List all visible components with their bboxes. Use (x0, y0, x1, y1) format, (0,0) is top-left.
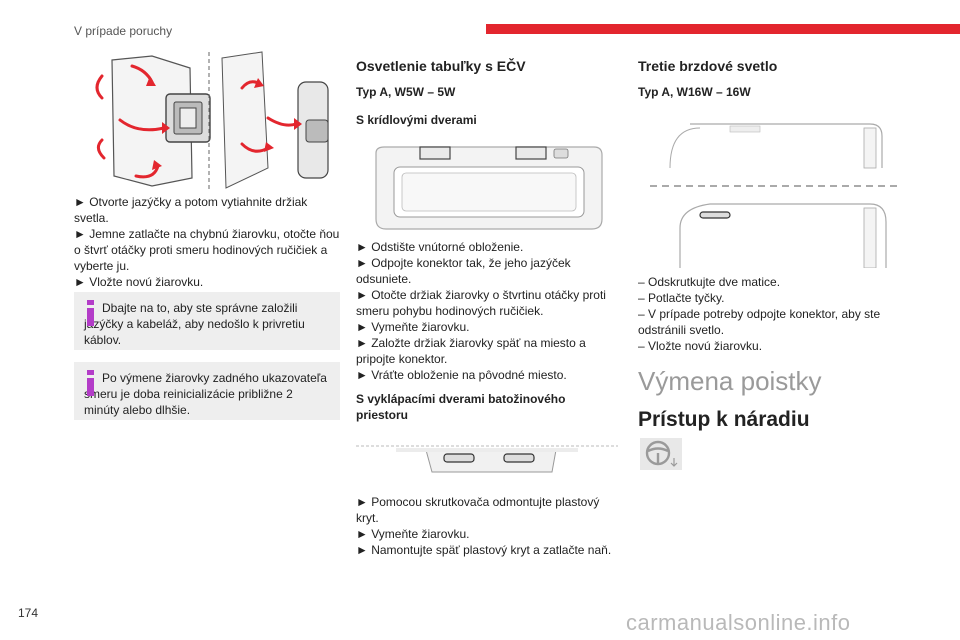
col1-instructions: ► Otvorte jazýčky a potom vytiahnite drž… (74, 194, 340, 290)
bulb-holder-illustration (92, 48, 340, 190)
step-a: – Odskrutkujte dve matice. (638, 275, 781, 289)
header-accent-bar (486, 24, 960, 34)
license-plate-light-title: Osvetlenie tabuľky s EČV (356, 58, 526, 74)
page-number: 174 (18, 606, 39, 620)
note-1-text: Dbajte na to, aby ste správne založili j… (84, 301, 305, 347)
step-9: ► Namontujte späť plastový kryt a zatlač… (356, 543, 612, 557)
step-d: – Vložte novú žiarovku. (638, 339, 763, 353)
watermark: carmanualsonline.info (626, 610, 851, 635)
step-7: ► Pomocou skrutkovača odmontujte plastov… (356, 495, 600, 525)
step-c: – V prípade potreby odpojte konektor, ab… (638, 307, 881, 337)
third-brake-light-illustration (650, 118, 900, 268)
instruction-1: ► Otvorte jazýčky a potom vytiahnite drž… (74, 195, 308, 225)
step-8: ► Vymeňte žiarovku. (356, 527, 470, 541)
wing-doors-subtitle: S krídlovými dverami (356, 113, 477, 127)
col2-steps-1: ► Odstište vnútorné obloženie. ► Odpojte… (356, 239, 622, 383)
step-2: ► Odpojte konektor tak, že jeho jazýček … (356, 256, 571, 286)
instruction-2: ► Jemne zatlačte na chybnú žiarovku, oto… (74, 227, 340, 273)
tool-access-title: Prístup k náradiu (638, 408, 810, 431)
steering-wheel-icon (640, 438, 682, 470)
info-note-1: Dbajte na to, aby ste správne založili j… (74, 292, 340, 350)
col3-steps: – Odskrutkujte dve matice. – Potlačte ty… (638, 274, 904, 354)
step-6: ► Vráťte obloženie na pôvodné miesto. (356, 368, 567, 382)
instruction-3: ► Vložte novú žiarovku. (74, 275, 204, 289)
step-3: ► Otočte držiak žiarovky o štvrtinu otáč… (356, 288, 606, 318)
col2-type-label: Typ A, W5W – 5W (356, 85, 456, 99)
tailgate-light-illustration (356, 440, 618, 480)
fuse-replacement-title: Výmena poistky (638, 366, 822, 396)
col3-type-label: Typ A, W16W – 16W (638, 85, 751, 99)
step-1: ► Odstište vnútorné obloženie. (356, 240, 524, 254)
note-2-text: Po výmene žiarovky zadného ukazovateľa s… (84, 371, 327, 417)
info-note-2: Po výmene žiarovky zadného ukazovateľa s… (74, 362, 340, 420)
tailgate-subtitle: S vyklápacími dverami batožinového pries… (356, 392, 566, 422)
license-plate-light-illustration (368, 143, 608, 233)
step-4: ► Vymeňte žiarovku. (356, 320, 470, 334)
section-title: V prípade poruchy (74, 24, 173, 38)
step-5: ► Založte držiak žiarovky späť na miesto… (356, 336, 586, 366)
info-icon (87, 370, 94, 396)
info-icon (87, 300, 94, 326)
third-brake-light-title: Tretie brzdové svetlo (638, 58, 778, 74)
step-b: – Potlačte tyčky. (638, 291, 725, 305)
col2-steps-2: ► Pomocou skrutkovača odmontujte plastov… (356, 494, 622, 558)
